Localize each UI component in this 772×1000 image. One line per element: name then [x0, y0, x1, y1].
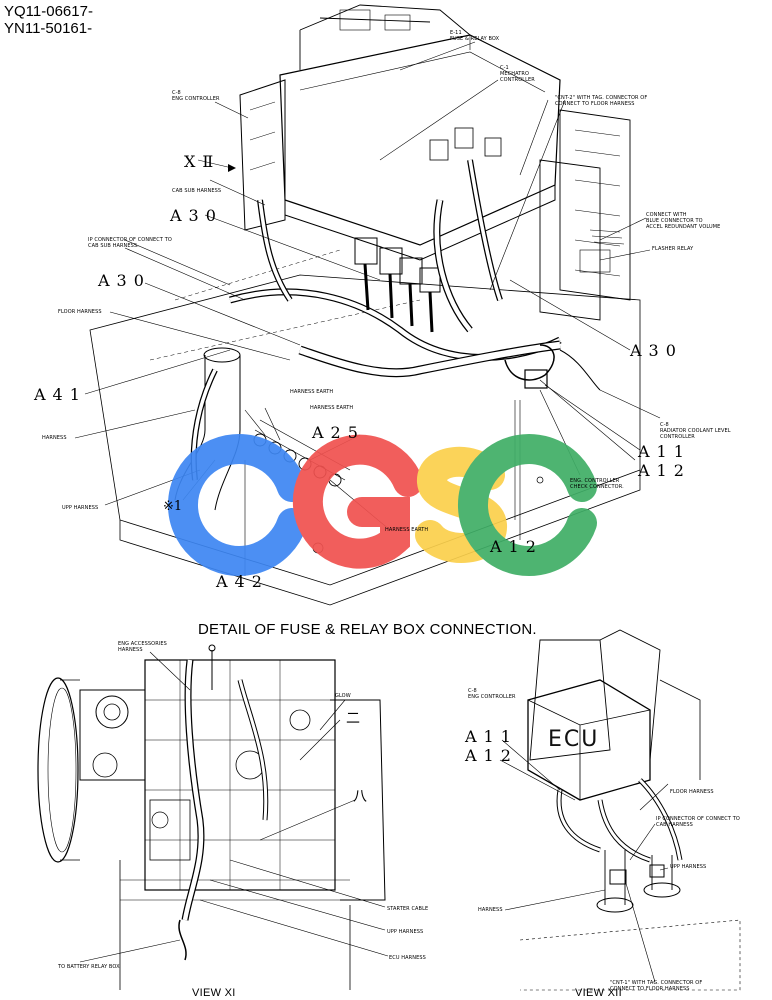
code-mark-1: ※1 — [163, 499, 183, 514]
cgsc-logo — [168, 434, 597, 576]
label-cnt-2-connector: "CNT-2" WITH TAG. CONNECTOR OF CONNECT T… — [555, 95, 648, 107]
label-cab-sub-harness: CAB SUB HARNESS — [172, 188, 222, 194]
ecu-box — [527, 679, 651, 801]
code-a30-2: A30 — [98, 271, 151, 290]
code-a11-xii: A11 — [465, 727, 518, 746]
code-hachi: 八 — [353, 789, 374, 805]
serial-number-1: YQ11-06617- — [4, 3, 93, 20]
ecu-artwork — [519, 629, 741, 991]
label-ip-connector: IP CONNECTOR OF CONNECT TO CAB SUB HARNE… — [88, 237, 172, 249]
label-harness-earth-2: HARNESS EARTH — [310, 405, 354, 411]
label-starter-cable: STARTER CABLE — [387, 906, 429, 912]
fuse-relay-box — [299, 4, 471, 70]
label-fuse-relay-box: E-11 FUSE & RELAY BOX — [450, 30, 500, 42]
code-a12-1: A12 — [638, 461, 691, 480]
code-a12-xii: A12 — [465, 746, 518, 765]
label-harness-earth-3: HARNESS EARTH — [385, 527, 429, 533]
label-connect-with-blue: CONNECT WITH BLUE CONNECTOR TO ACCEL RED… — [646, 212, 721, 230]
label-ecu-harness: ECU HARNESS — [389, 955, 426, 961]
eng-controller-box — [239, 79, 286, 231]
label-glow: GLOW — [335, 693, 351, 699]
label-eng-accessories-harness: ENG ACCESSORIES HARNESS — [118, 641, 167, 653]
view-xi-title: VIEW XI — [192, 987, 236, 999]
code-a30-1: A30 — [170, 206, 223, 225]
label-eng-controller: C-8 ENG CONTROLLER — [172, 90, 220, 102]
label-ip-connector-xii: IP CONNECTOR OF CONNECT TO CAB HARNESS — [656, 816, 740, 828]
label-upp-harness-xi: UPP HARNESS — [387, 929, 424, 935]
flywheel — [37, 677, 79, 863]
code-a30-3: A30 — [630, 341, 683, 360]
label-floor-harness: FLOOR HARNESS — [58, 309, 102, 315]
code-a11: A11 — [638, 442, 691, 461]
label-to-battery-relay-box: TO BATTERY RELAY BOX — [58, 964, 120, 970]
code-a41: A41 — [34, 385, 87, 404]
label-flasher-relay: FLASHER RELAY — [652, 246, 694, 252]
code-a42: A42 — [216, 572, 269, 591]
code-ni: 二 — [346, 711, 367, 727]
label-upp-harness-xii: UPP HARNESS — [670, 864, 707, 870]
logo-letter-g — [292, 434, 423, 569]
view-xii-title: VIEW XII — [575, 987, 623, 999]
label-eng-controller-check: ENG. CONTROLLER CHECK CONNECTOR. — [570, 478, 624, 490]
serial-number-2: YN11-50161- — [4, 20, 93, 37]
code-a25: A25 — [312, 423, 365, 442]
label-eng-controller-xii: C-8 ENG CONTROLLER — [468, 688, 516, 700]
logo-letter-c1 — [168, 434, 307, 576]
logo-letter-c2 — [458, 434, 597, 576]
code-xii: XⅡ — [184, 152, 221, 171]
label-floor-harness-xii: FLOOR HARNESS — [670, 789, 714, 795]
detail-title: DETAIL OF FUSE & RELAY BOX CONNECTION. — [198, 621, 537, 638]
label-harness-xii: HARNESS — [478, 907, 503, 913]
pipe-column — [204, 355, 241, 430]
label-radiator-coolant-controller: C-8 RADIATOR COOLANT LEVEL CONTROLLER — [660, 422, 731, 440]
engine-artwork — [37, 644, 386, 990]
label-harness: HARNESS — [42, 435, 67, 441]
label-mechatro-controller: C-1 MECHATRO CONTROLLER — [500, 65, 535, 83]
label-harness-earth-1: HARNESS EARTH — [290, 389, 334, 395]
code-a12-2: A12 — [490, 537, 543, 556]
right-rack — [539, 109, 631, 321]
label-cnt-1-connector: "CNT-1" WITH TAG. CONNECTOR OF CONNECT T… — [610, 980, 703, 992]
ecu-box-text: ECU — [548, 727, 600, 752]
label-upp-harness: UPP HARNESS — [62, 505, 99, 511]
